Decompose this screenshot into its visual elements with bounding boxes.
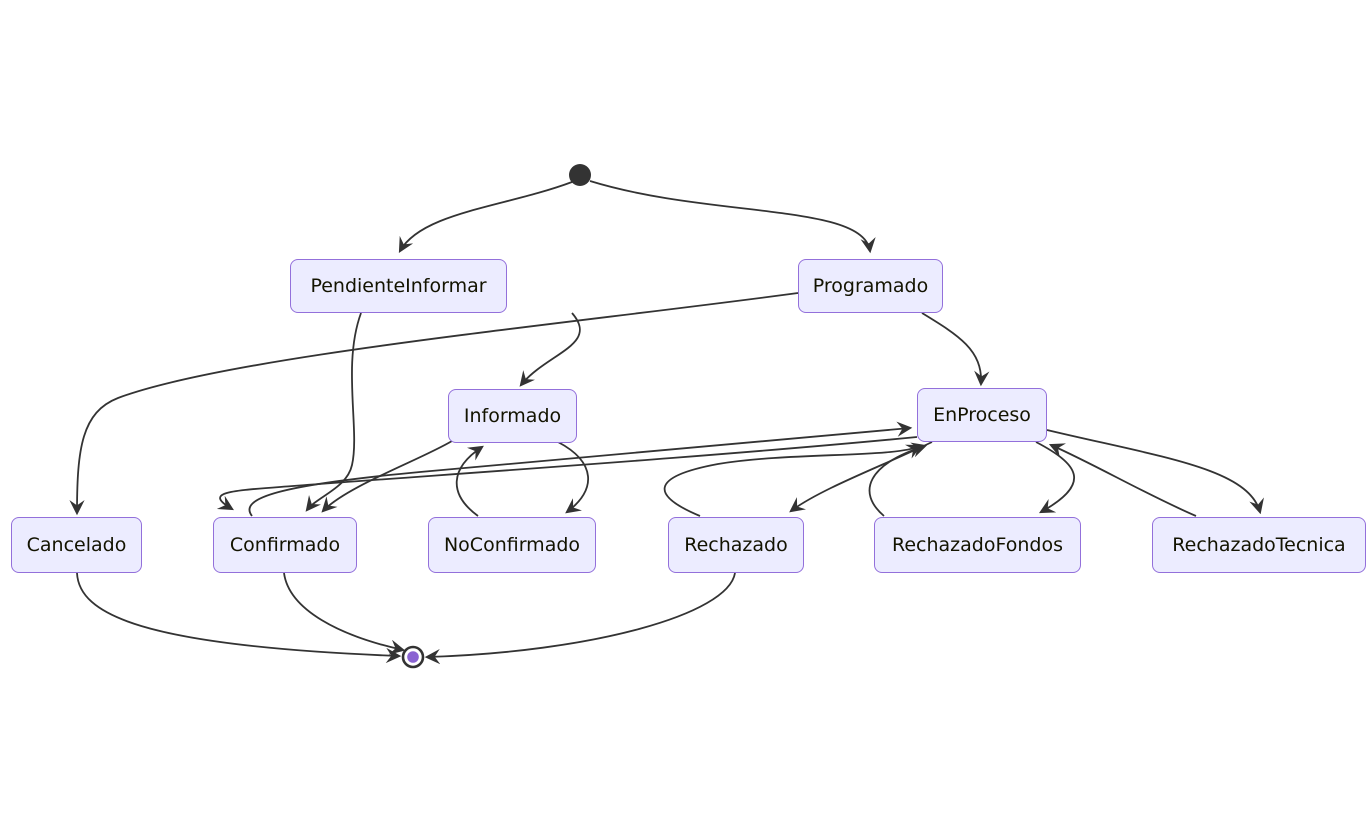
state-rechazadotecnica: RechazadoTecnica xyxy=(1152,517,1366,573)
state-noconfirmado: NoConfirmado xyxy=(428,517,596,573)
transition-informado-to-noconfirmado xyxy=(557,441,590,514)
transition-enproceso-to-rechazado xyxy=(789,441,933,513)
transition-rechazadotecnica-to-enproceso xyxy=(1048,443,1197,517)
transition-informado-to-confirmado xyxy=(321,440,453,513)
state-cancelado: Cancelado xyxy=(11,517,142,573)
transition-enproceso-to-confirmado xyxy=(216,436,918,511)
transition-initial-to-programado xyxy=(589,180,876,254)
transition-initial-to-pendienteinformar xyxy=(398,181,573,253)
transition-programado-to-cancelado xyxy=(69,292,799,516)
state-enproceso: EnProceso xyxy=(917,388,1047,442)
state-informado: Informado xyxy=(448,389,577,443)
state-rechazadofondos: RechazadoFondos xyxy=(874,517,1081,573)
transition-enproceso-to-rechazadotecnica xyxy=(1046,429,1264,515)
state-rechazado: Rechazado xyxy=(668,517,804,573)
transition-rechazadofondos-to-enproceso xyxy=(868,442,928,517)
transition-enproceso-to-rechazadofondos xyxy=(1035,441,1075,514)
initial-state-marker xyxy=(569,164,591,186)
transition-rechazado-to-enproceso xyxy=(663,444,923,517)
transition-noconfirmado-to-informado xyxy=(455,445,484,517)
transition-pendienteinformar-to-informado xyxy=(519,312,581,387)
final-state-inner-dot xyxy=(407,651,419,663)
transition-rechazado-to-final xyxy=(424,572,736,665)
state-programado: Programado xyxy=(798,259,943,313)
transition-pendienteinformar-to-confirmado xyxy=(305,312,362,512)
transition-confirmado-to-final xyxy=(283,572,406,655)
final-state-marker xyxy=(401,645,425,669)
state-confirmado: Confirmado xyxy=(213,517,357,573)
state-pendienteinformar: PendienteInformar xyxy=(290,259,507,313)
transition-programado-to-enproceso xyxy=(921,312,990,387)
transition-cancelado-to-final xyxy=(76,572,402,664)
transition-confirmado-to-enproceso xyxy=(248,421,913,517)
